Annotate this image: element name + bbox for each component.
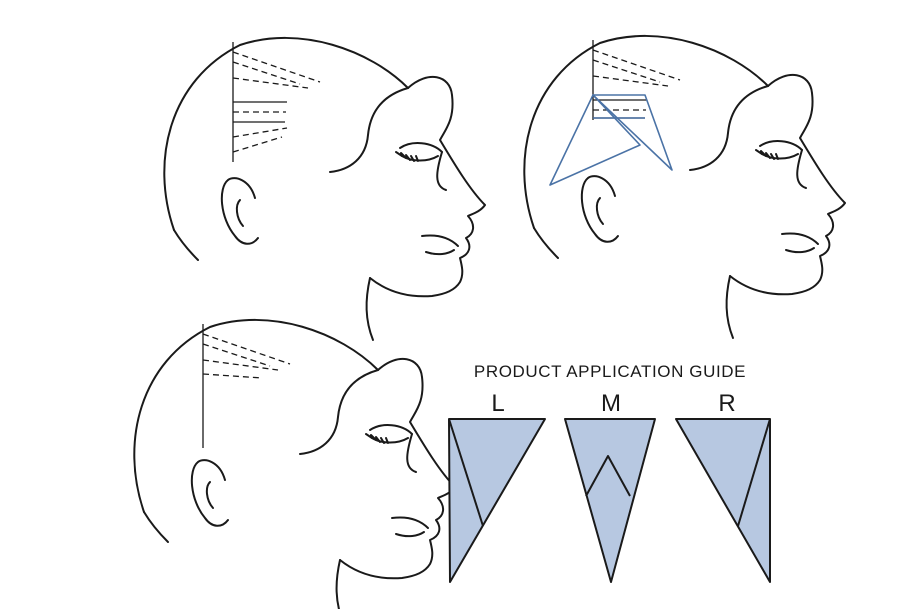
- head-profile-outline: [133, 318, 456, 609]
- triangle-m: [564, 418, 656, 583]
- head-profile-outline: [163, 36, 486, 342]
- guide-triangles: [448, 418, 771, 583]
- head-profile-outline: [523, 34, 846, 340]
- hair-section-lines: [232, 42, 321, 162]
- hair-section-lines: [202, 324, 291, 448]
- head-application-paths: [523, 34, 846, 340]
- blue-application-triangles: [549, 94, 673, 186]
- triangle-l: [448, 418, 546, 583]
- head-section-map: [163, 36, 486, 342]
- label-m: M: [601, 390, 621, 417]
- triangle-r: [675, 418, 771, 583]
- head-back-section: [133, 318, 456, 609]
- label-r: R: [718, 390, 736, 417]
- guide-title: PRODUCT APPLICATION GUIDE: [473, 362, 747, 381]
- label-l: L: [491, 390, 505, 417]
